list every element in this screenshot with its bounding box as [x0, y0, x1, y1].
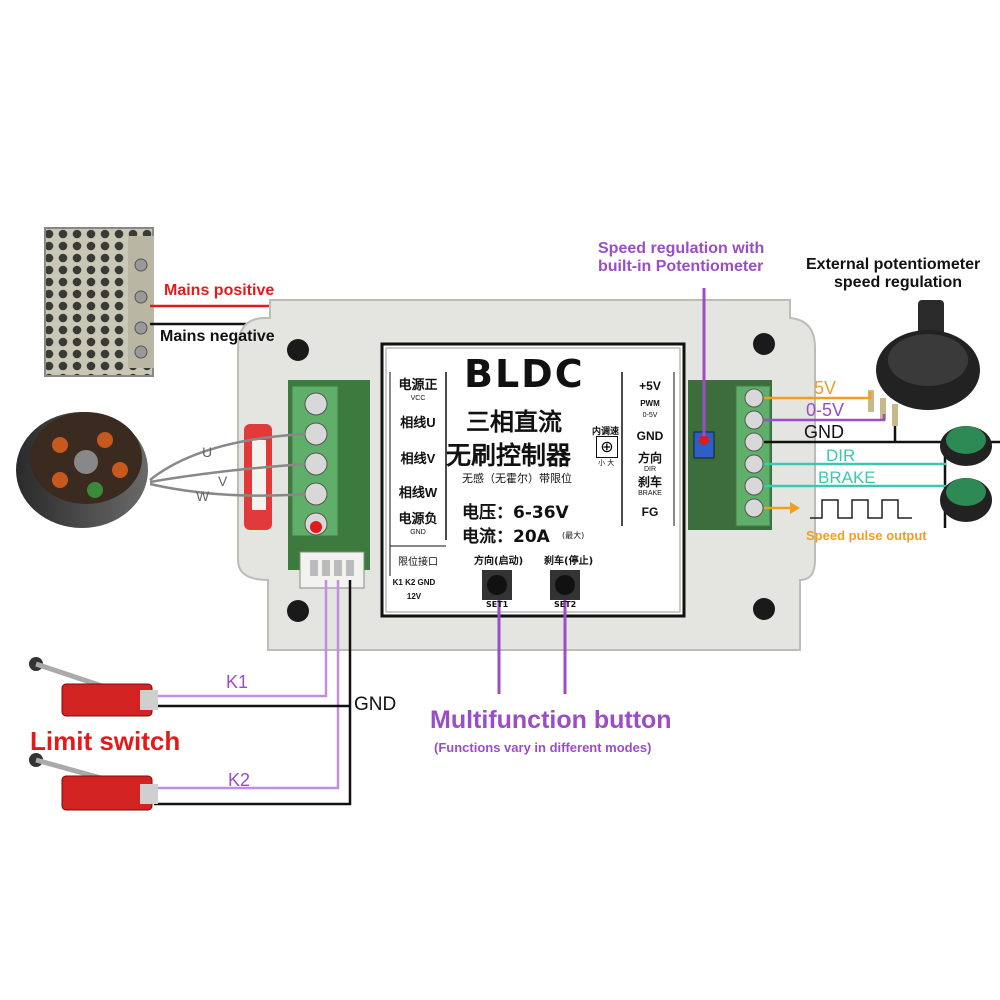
gnd-bottom-label: GND — [354, 694, 397, 715]
speed-pulse-label: Speed pulse output — [806, 528, 927, 543]
btn-dir-label: 方向(启动) — [474, 556, 524, 567]
board-current: 电流：20A — [462, 527, 550, 547]
pin-5v-label: 5V — [814, 378, 837, 398]
limit-pins-label: K1 K2 GND 12V — [392, 578, 436, 601]
set1-label: SET1 — [486, 600, 509, 609]
left-terminal-block — [291, 385, 339, 537]
wire-0-5v — [764, 414, 886, 422]
pin-dir-label: DIR — [826, 446, 856, 465]
board-current-note: (最大) — [562, 531, 585, 540]
left-term-4: 相线W — [398, 485, 438, 500]
motor-phase-wires — [149, 432, 306, 497]
mains-positive-label: Mains positive — [164, 282, 275, 299]
speed-pulse-waveform — [810, 499, 912, 519]
pin-gnd-label: GND — [804, 422, 844, 442]
power-supply — [44, 227, 154, 377]
left-term-2: 相线U — [400, 415, 436, 430]
wire-k1 — [154, 580, 328, 698]
btn-brake-label: 刹车(停止) — [544, 556, 594, 567]
wire-gnd-limit — [154, 580, 352, 806]
motor-w-label: W — [196, 488, 210, 504]
board-pot-symbol: ⊕ — [596, 436, 618, 458]
external-pot-label-line2: speed regulation — [834, 274, 963, 291]
board-internal-speed: 内调速 — [592, 427, 620, 437]
external-pot-label-line1: External potentiometer — [806, 256, 981, 273]
external-push-buttons[interactable] — [940, 426, 992, 522]
multifunction-label: Multifunction button — [430, 706, 672, 734]
set2-label: SET2 — [554, 600, 577, 609]
builtin-speed-label-line2: built-in Potentiometer — [598, 258, 764, 275]
k1-label: K1 — [226, 672, 249, 692]
board-voltage: 电压：6-36V — [462, 503, 569, 523]
board-subtitle3: 无感（无霍尔）带限位 — [462, 472, 572, 485]
limit-connector — [299, 551, 365, 589]
wire-k2 — [154, 580, 340, 790]
motor-v-label: V — [218, 473, 228, 489]
right-term-3: GND — [636, 429, 664, 443]
board-subtitle1: 三相直流 — [466, 408, 562, 436]
board-small-large: 小 大 — [598, 459, 615, 467]
limit-switch-label: Limit switch — [30, 726, 181, 756]
wire-5v — [764, 392, 872, 400]
limit-port-label: 限位接口 — [398, 557, 438, 568]
pin-0-5v-label: 0-5V — [806, 400, 845, 420]
limit-switch-1[interactable] — [29, 657, 158, 717]
motor-u-label: U — [202, 444, 213, 460]
board-title: BLDC — [464, 352, 585, 396]
bldc-motor — [16, 412, 148, 528]
external-potentiometer[interactable] — [868, 300, 980, 426]
k2-label: K2 — [228, 770, 251, 790]
right-terminal-block — [735, 385, 771, 527]
builtin-speed-label-line1: Speed regulation with — [598, 240, 765, 257]
right-term-1: +5V — [639, 379, 661, 393]
board-buttons[interactable] — [482, 570, 580, 600]
builtin-potentiometer[interactable] — [693, 431, 715, 459]
multifunction-note: (Functions vary in different modes) — [434, 740, 652, 755]
board-subtitle2: 无刷控制器 — [446, 441, 572, 470]
mains-negative-label: Mains negative — [160, 328, 275, 345]
limit-switch-2[interactable] — [29, 753, 158, 811]
right-term-6: FG — [641, 505, 659, 519]
pin-brake-label: BRAKE — [818, 468, 876, 487]
left-term-3: 相线V — [400, 451, 436, 466]
